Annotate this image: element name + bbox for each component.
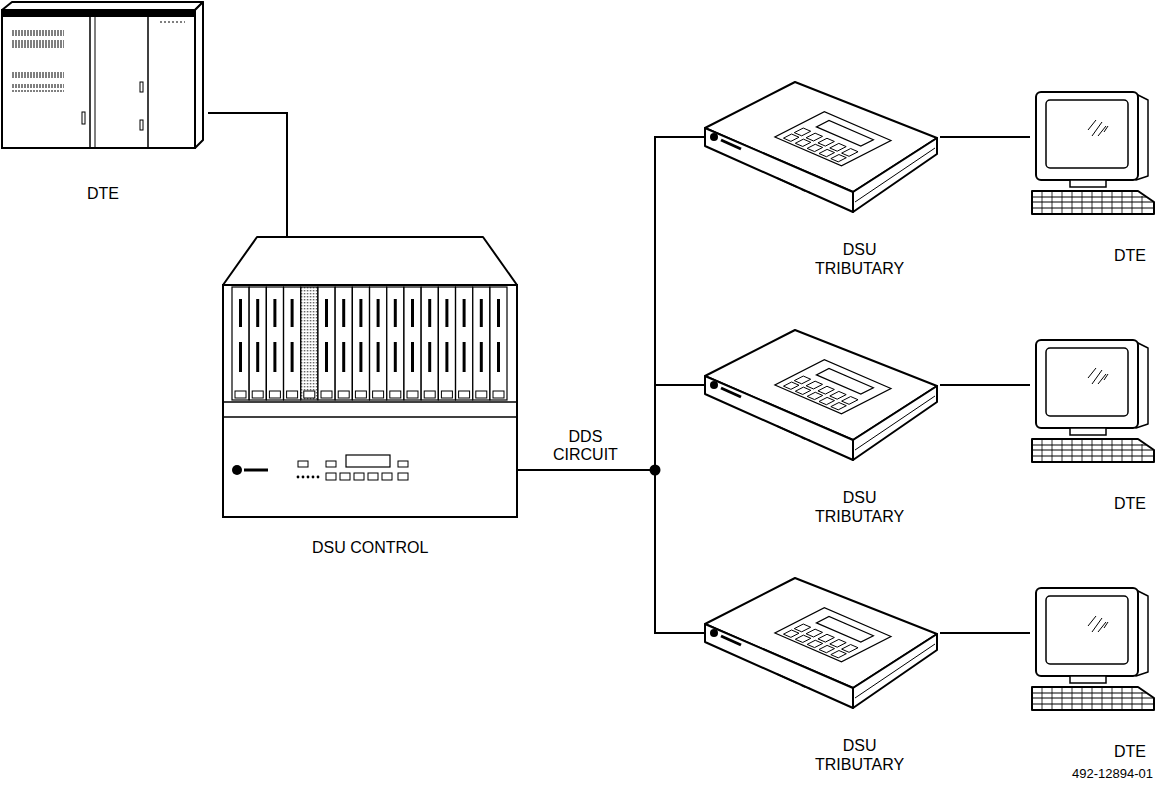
tributary-dsu: DSU TRIBUTARY (705, 80, 940, 280)
tributary-dsu: DSU TRIBUTARY (705, 328, 940, 528)
circuit-line (518, 470, 705, 633)
device-caption: DSU CONTROL (312, 538, 428, 557)
device-caption: DSU TRIBUTARY (815, 736, 904, 774)
terminal-dte: DTE (1030, 92, 1156, 267)
tributary-dsu: DSU TRIBUTARY (705, 576, 940, 776)
control-dsu: DSU CONTROL (222, 237, 518, 559)
dsu-illustration (705, 330, 937, 460)
mainframe-dte: DTE (0, 0, 208, 205)
mainframe-illustration (2, 2, 203, 148)
device-caption: DTE (87, 184, 119, 203)
circuit-line (518, 385, 705, 470)
circuit-label: DDS CIRCUIT (553, 428, 618, 464)
circuit-line (518, 137, 705, 470)
figure-number: 492-12894-01 (1072, 766, 1153, 781)
terminal-dte: DTE (1030, 340, 1156, 515)
dsu-illustration (705, 578, 937, 708)
rack-illustration (223, 237, 517, 517)
circuit-line (208, 113, 287, 237)
circuit-line (940, 384, 1030, 386)
dsu-illustration (705, 82, 937, 212)
circuit-line (940, 632, 1030, 634)
terminal-illustration (1032, 340, 1154, 462)
device-caption: DSU TRIBUTARY (815, 488, 904, 526)
device-caption: DTE (1114, 494, 1146, 513)
device-caption: DSU TRIBUTARY (815, 240, 904, 278)
terminal-dte: DTE (1030, 588, 1156, 763)
circuit-line (940, 136, 1030, 138)
terminal-illustration (1032, 92, 1154, 214)
device-caption: DTE (1114, 246, 1146, 265)
device-caption: DTE (1114, 742, 1146, 761)
terminal-illustration (1032, 588, 1154, 710)
